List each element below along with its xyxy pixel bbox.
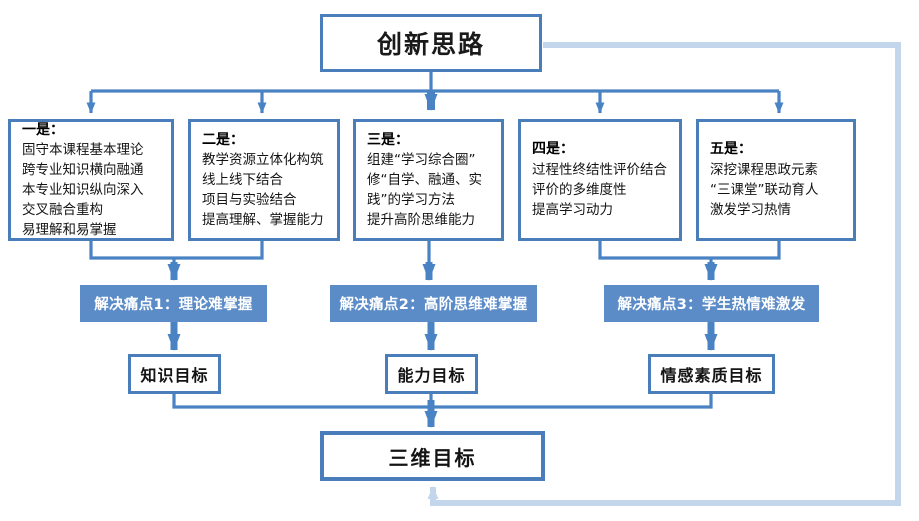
pain-point-bar-2-label: 解决痛点2：高阶思维难掌握 xyxy=(339,297,528,313)
final-outcome-box: 三维目标 xyxy=(320,431,545,481)
goal-box-emotional-quality: 情感素质目标 xyxy=(648,354,775,394)
idea-card-1-line-1: 固守本课程基本理论 xyxy=(22,142,144,159)
title-box: 创新思路 xyxy=(320,14,542,72)
idea-card-3-line-4: 提升高阶思维能力 xyxy=(367,211,475,228)
idea-card-3: 三是： 组建“学习综合圈” 修“自学、融通、实 践”的学习方法 提升高阶思维能力 xyxy=(353,119,504,241)
idea-card-5-body: 五是： 深挖课程思政元素 “三课堂”联动育人 激发学习热情 xyxy=(710,139,845,220)
title-label: 创新思路 xyxy=(376,30,485,59)
idea-card-3-line-1: 组建“学习综合圈” xyxy=(367,152,476,169)
painpoints-to-goals xyxy=(167,322,718,351)
idea-card-4: 四是： 过程性终结性评价结合 评价的多维度性 提高学习动力 xyxy=(518,119,682,241)
idea-card-1-line-5: 易理解和易掌握 xyxy=(22,221,117,238)
idea-card-2-heading: 二是： xyxy=(202,131,244,148)
idea-card-2-line-2: 线上线下结合 xyxy=(202,171,283,188)
idea-card-2-line-3: 项目与实验结合 xyxy=(202,191,297,208)
feedback-loop-arrow xyxy=(427,486,446,506)
idea-card-5-heading: 五是： xyxy=(710,141,752,158)
title-to-cards-bus xyxy=(86,72,784,114)
goal-box-knowledge: 知识目标 xyxy=(128,354,221,394)
idea-card-1-heading: 一是： xyxy=(22,121,64,138)
idea-card-3-line-2: 修“自学、融通、实 xyxy=(367,171,482,188)
idea-card-4-heading: 四是： xyxy=(532,141,574,158)
pain-point-bar-1: 解决痛点1：理论难掌握 xyxy=(80,285,267,322)
idea-card-2-line-1: 教学资源立体化构筑 xyxy=(202,152,324,169)
idea-card-1-line-2: 跨专业知识横向融通 xyxy=(22,162,144,179)
idea-card-3-body: 三是： 组建“学习综合圈” 修“自学、融通、实 践”的学习方法 提升高阶思维能力 xyxy=(367,130,493,231)
pain-point-bar-3-label: 解决痛点3：学生热情难激发 xyxy=(617,297,806,313)
idea-card-4-body: 四是： 过程性终结性评价结合 评价的多维度性 提高学习动力 xyxy=(532,139,671,220)
idea-card-2-line-4: 提高理解、掌握能力 xyxy=(202,211,324,228)
idea-card-5: 五是： 深挖课程思政元素 “三课堂”联动育人 激发学习热情 xyxy=(696,119,856,241)
idea-card-4-line-2: 评价的多维度性 xyxy=(532,181,627,198)
idea-card-2: 二是： 教学资源立体化构筑 线上线下结合 项目与实验结合 提高理解、掌握能力 xyxy=(188,119,340,241)
goal-box-ability: 能力目标 xyxy=(385,354,478,394)
idea-card-1-line-4: 交叉融合重构 xyxy=(22,201,103,218)
idea-card-4-line-3: 提高学习动力 xyxy=(532,201,613,218)
idea-card-2-body: 二是： 教学资源立体化构筑 线上线下结合 项目与实验结合 提高理解、掌握能力 xyxy=(202,130,329,231)
pain-point-bar-2: 解决痛点2：高阶思维难掌握 xyxy=(330,285,537,322)
goals-to-final xyxy=(172,394,713,409)
idea-card-4-line-1: 过程性终结性评价结合 xyxy=(532,162,667,179)
goal-box-ability-label: 能力目标 xyxy=(397,366,466,385)
idea-card-3-line-3: 践”的学习方法 xyxy=(367,191,455,208)
idea-card-1: 一是： 固守本课程基本理论 跨专业知识横向融通 本专业知识纵向深入 交叉融合重构… xyxy=(8,119,174,241)
cards-to-painpoints xyxy=(89,241,781,277)
pain-point-bar-1-label: 解决痛点1：理论难掌握 xyxy=(94,297,253,313)
final-outcome-label: 三维目标 xyxy=(388,445,477,470)
pain-point-bar-3: 解决痛点3：学生热情难激发 xyxy=(604,285,819,322)
idea-card-5-line-2: “三课堂”联动育人 xyxy=(710,181,819,198)
idea-card-5-line-3: 激发学习热情 xyxy=(710,201,791,218)
idea-card-1-body: 一是： 固守本课程基本理论 跨专业知识横向融通 本专业知识纵向深入 交叉融合重构… xyxy=(22,120,163,241)
painpoint-inbound-arrowheads xyxy=(167,262,718,281)
goal-box-emotional-quality-label: 情感素质目标 xyxy=(660,366,763,385)
idea-card-5-line-1: 深挖课程思政元素 xyxy=(710,162,818,179)
idea-card-1-line-3: 本专业知识纵向深入 xyxy=(22,181,144,198)
idea-card-3-heading: 三是： xyxy=(367,131,409,148)
goal-box-knowledge-label: 知识目标 xyxy=(140,366,209,385)
